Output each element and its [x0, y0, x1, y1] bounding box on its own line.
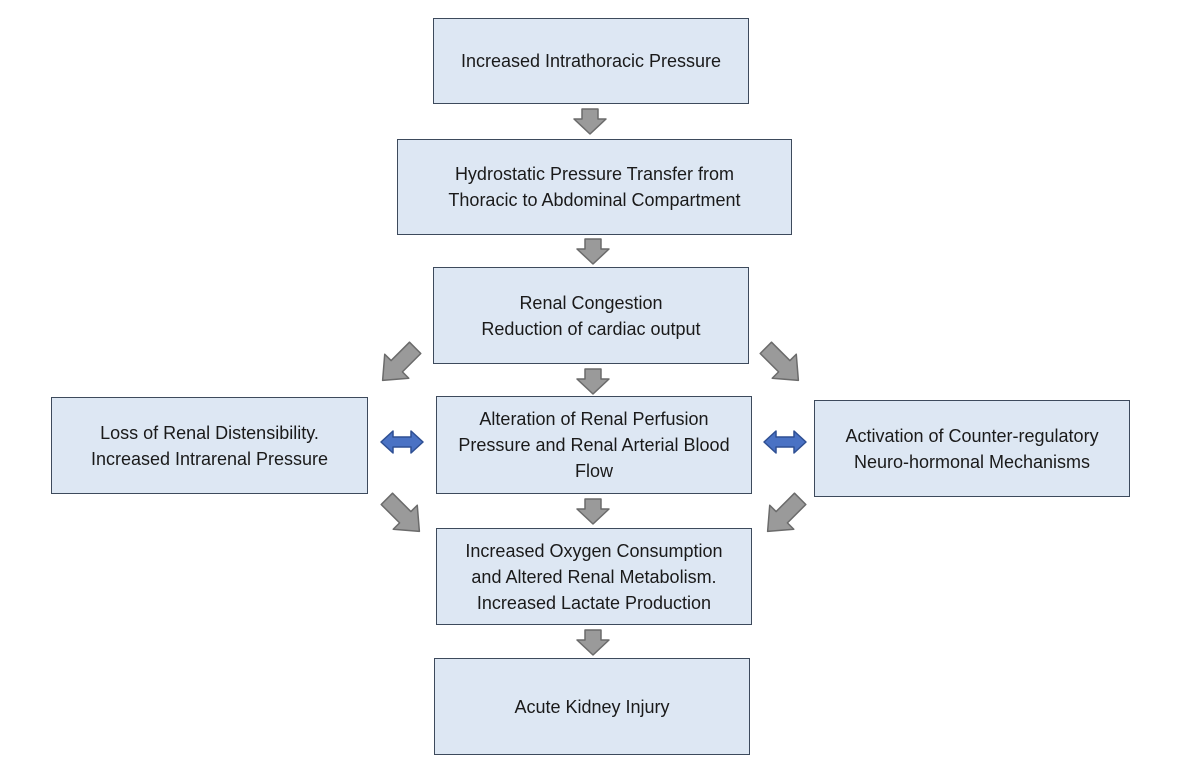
node-renal-perfusion-label: Alteration of Renal Perfusion Pressure a… [458, 409, 730, 481]
node-oxygen-consumption: Increased Oxygen Consumption and Altered… [436, 528, 752, 625]
diagonal-arrow-congestion-to-distensibility [381, 341, 422, 382]
node-neurohormonal-mechanisms: Activation of Counter-regulatory Neuro-h… [814, 400, 1130, 497]
node-hydrostatic-pressure-transfer: Hydrostatic Pressure Transfer from Thora… [397, 139, 792, 235]
node-hydrostatic-pressure-transfer-label: Hydrostatic Pressure Transfer from Thora… [448, 164, 741, 210]
down-arrow-perfusion-to-oxygen [576, 498, 610, 525]
diagonal-arrow-neurohormonal-to-oxygen [766, 492, 807, 533]
node-acute-kidney-injury-label: Acute Kidney Injury [514, 696, 670, 717]
node-neurohormonal-mechanisms-label: Activation of Counter-regulatory Neuro-h… [845, 425, 1099, 472]
down-arrow-hydrostatic-to-congestion [576, 238, 610, 265]
node-renal-perfusion: Alteration of Renal Perfusion Pressure a… [436, 396, 752, 494]
node-renal-congestion-label: Renal Congestion Reduction of cardiac ou… [481, 292, 701, 339]
diagonal-arrow-distensibility-to-oxygen [380, 492, 421, 533]
diagonal-arrow-congestion-to-neurohormonal [759, 341, 800, 382]
down-arrow-intrathoracic-to-hydrostatic [573, 108, 607, 135]
node-intrathoracic-pressure: Increased Intrathoracic Pressure [433, 18, 749, 104]
down-arrow-congestion-to-perfusion [576, 368, 610, 395]
node-renal-congestion: Renal Congestion Reduction of cardiac ou… [433, 267, 749, 364]
bidirectional-arrow-distensibility-perfusion [380, 430, 424, 454]
node-intrathoracic-pressure-label: Increased Intrathoracic Pressure [460, 51, 722, 71]
down-arrow-oxygen-to-aki [576, 629, 610, 656]
node-renal-distensibility-label: Loss of Renal Distensibility. Increased … [90, 422, 329, 469]
node-oxygen-consumption-label: Increased Oxygen Consumption and Altered… [465, 540, 723, 613]
bidirectional-arrow-perfusion-neurohormonal [763, 430, 807, 454]
node-acute-kidney-injury: Acute Kidney Injury [434, 658, 750, 755]
node-renal-distensibility: Loss of Renal Distensibility. Increased … [51, 397, 368, 494]
